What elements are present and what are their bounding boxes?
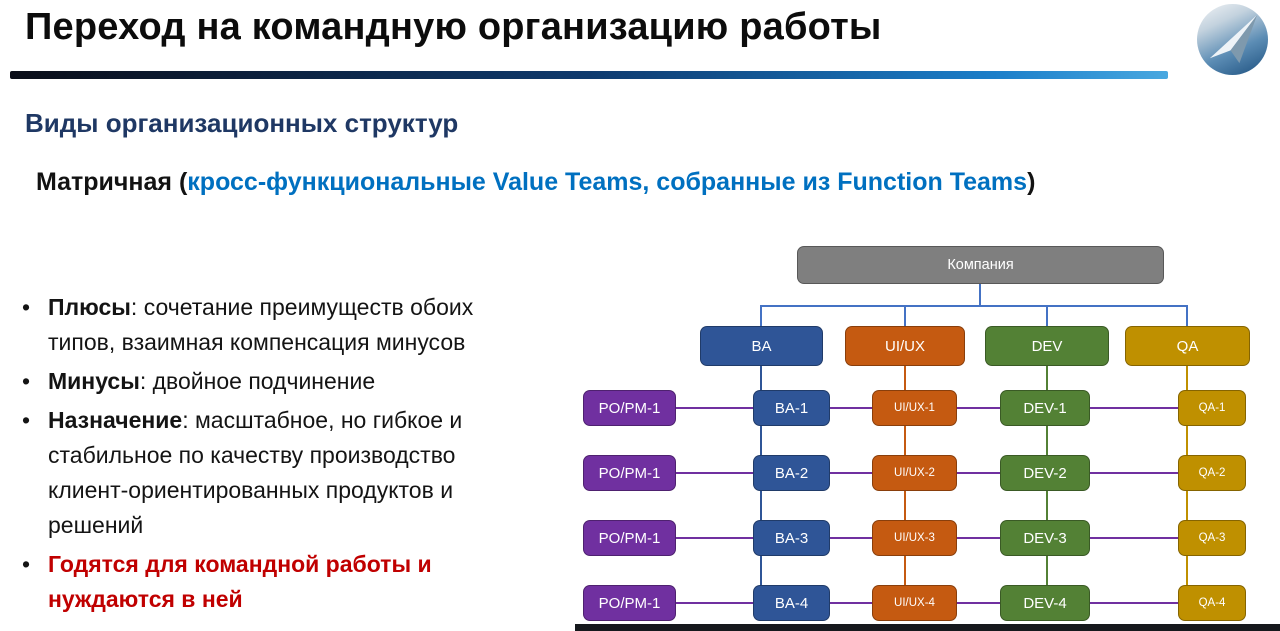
bullet-purpose: Назначение: масштабное, но гибкое и стаб… bbox=[12, 403, 502, 543]
bullet-pros: Плюсы: сочетание преимуществ обоих типов… bbox=[12, 290, 502, 360]
node-uiux-2: UI/UX-2 bbox=[872, 455, 957, 491]
node-ba-3: BA-3 bbox=[753, 520, 830, 556]
bottom-edge-bar bbox=[575, 624, 1280, 631]
bullet-purpose-lead: Назначение bbox=[48, 407, 183, 433]
node-qa-1: QA-1 bbox=[1178, 390, 1246, 426]
node-ba-4: BA-4 bbox=[753, 585, 830, 621]
connector-stub-qa bbox=[1186, 306, 1188, 326]
column-line-qa bbox=[1186, 366, 1188, 603]
node-uiux-3: UI/UX-3 bbox=[872, 520, 957, 556]
node-dev-3: DEV-3 bbox=[1000, 520, 1090, 556]
row-line-2 bbox=[628, 472, 1212, 474]
node-function-qa: QA bbox=[1125, 326, 1250, 366]
connector-root-drop bbox=[979, 284, 981, 306]
node-function-ba: BA bbox=[700, 326, 823, 366]
node-uiux-1: UI/UX-1 bbox=[872, 390, 957, 426]
bullet-cons-lead: Минусы bbox=[48, 368, 140, 394]
node-dev-2: DEV-2 bbox=[1000, 455, 1090, 491]
node-dev-4: DEV-4 bbox=[1000, 585, 1090, 621]
column-line-dev bbox=[1046, 366, 1048, 603]
structure-heading: Матричная (кросс-функциональные Value Te… bbox=[36, 168, 1035, 197]
column-line-uiux bbox=[904, 366, 906, 603]
connector-stub-dev bbox=[1046, 306, 1048, 326]
node-ba-2: BA-2 bbox=[753, 455, 830, 491]
bullet-pros-lead: Плюсы bbox=[48, 294, 131, 320]
node-po-pm-row1: PO/PM-1 bbox=[583, 390, 676, 426]
title-divider bbox=[10, 71, 1168, 79]
connector-stub-ba bbox=[760, 306, 762, 326]
heading-suffix: ) bbox=[1027, 168, 1036, 196]
node-po-pm-row4: PO/PM-1 bbox=[583, 585, 676, 621]
bullet-teamwork: Годятся для командной работы и нуждаются… bbox=[12, 547, 502, 617]
node-po-pm-row2: PO/PM-1 bbox=[583, 455, 676, 491]
bullet-cons-text: : двойное подчинение bbox=[139, 368, 376, 394]
node-company: Компания bbox=[797, 246, 1164, 284]
node-ba-1: BA-1 bbox=[753, 390, 830, 426]
node-qa-2: QA-2 bbox=[1178, 455, 1246, 491]
heading-highlight: кросс-функциональные Value Teams, собран… bbox=[187, 168, 1028, 196]
bullet-teamwork-text: Годятся для командной работы и нуждаются… bbox=[48, 551, 432, 612]
bullet-cons: Минусы: двойное подчинение bbox=[12, 364, 502, 399]
company-logo bbox=[1197, 4, 1268, 75]
section-title: Виды организационных структур bbox=[25, 108, 459, 138]
node-po-pm-row3: PO/PM-1 bbox=[583, 520, 676, 556]
node-dev-1: DEV-1 bbox=[1000, 390, 1090, 426]
row-line-1 bbox=[628, 407, 1212, 409]
slide-title: Переход на командную организацию работы bbox=[25, 6, 882, 48]
row-line-4 bbox=[628, 602, 1212, 604]
bullet-pros-text: : сочетание преимуществ обоих типов, вза… bbox=[48, 294, 474, 355]
row-line-3 bbox=[628, 537, 1212, 539]
connector-stub-uiux bbox=[904, 306, 906, 326]
node-function-dev: DEV bbox=[985, 326, 1109, 366]
bullet-purpose-text: : масштабное, но гибкое и стабильное по … bbox=[48, 407, 463, 538]
node-uiux-4: UI/UX-4 bbox=[872, 585, 957, 621]
node-function-uiux: UI/UX bbox=[845, 326, 965, 366]
connector-root-horizontal bbox=[760, 305, 1188, 307]
heading-prefix: Матричная ( bbox=[36, 168, 188, 196]
node-qa-4: QA-4 bbox=[1178, 585, 1246, 621]
column-line-ba bbox=[760, 366, 762, 603]
bullet-list: Плюсы: сочетание преимуществ обоих типов… bbox=[12, 290, 557, 621]
node-qa-3: QA-3 bbox=[1178, 520, 1246, 556]
paper-plane-icon bbox=[1209, 14, 1258, 64]
